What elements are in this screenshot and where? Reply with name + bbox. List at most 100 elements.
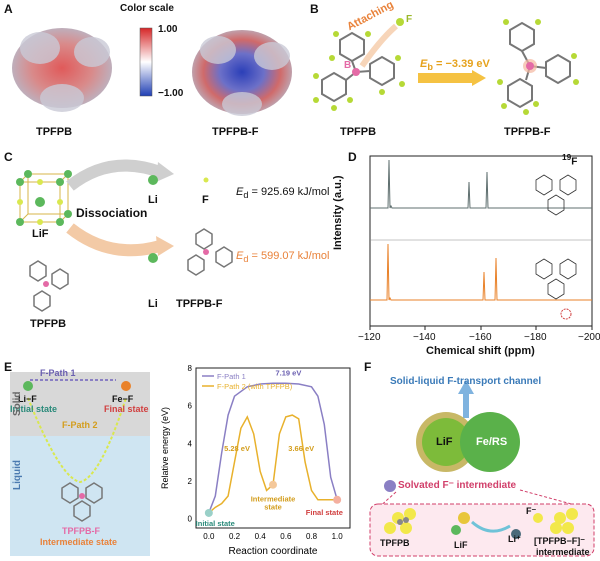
lif-small-label: LiF xyxy=(454,540,468,550)
energy-ytick-2: 4 xyxy=(188,439,193,448)
tpfpb-cluster-f xyxy=(384,508,416,534)
tpfpbf-molecule-b xyxy=(507,21,571,109)
nmr-tick-3: −180 xyxy=(524,332,547,343)
panel-c-figure xyxy=(16,159,233,312)
lif-label-f: LiF xyxy=(436,436,453,448)
energy-xtick-5: 1.0 xyxy=(332,532,344,541)
tpfpb-caption-b: TPFPB xyxy=(340,126,377,138)
li-atom-top xyxy=(148,175,158,185)
dissociation-label: Dissociation xyxy=(76,206,148,220)
complex-cluster-f xyxy=(550,508,578,534)
tpfpbf-molecule-c xyxy=(187,228,233,276)
attaching-arrow xyxy=(359,23,398,68)
nmr-plot xyxy=(369,155,593,330)
color-scale-bar xyxy=(139,27,153,97)
nmr-ylabel: Intensity (a.u.) xyxy=(332,175,344,250)
fers-sphere xyxy=(460,412,520,472)
energy-chart-xlabel: Reaction coordinate xyxy=(229,546,318,557)
boron-atom-b xyxy=(352,68,360,76)
fluorine-atoms-b xyxy=(313,18,405,111)
solvated-label: Solvated F⁻ intermediate xyxy=(398,480,517,491)
energy-xtick-0: 0.0 xyxy=(203,532,215,541)
energy-state-marker-0 xyxy=(204,508,213,517)
fers-label: Fe/RS xyxy=(476,436,508,448)
li-label-top: Li xyxy=(148,194,158,206)
color-scale-min: −1.00 xyxy=(158,88,184,99)
panel-f-figure xyxy=(369,380,595,557)
legend-label-1: F-Path 1 xyxy=(217,372,246,381)
initial-state-label: Initial state xyxy=(10,404,58,414)
legend-label-2: F-Path 2 (with TPFPB) xyxy=(217,382,293,391)
nmr-spectrum-bottom xyxy=(370,243,592,301)
lif-state: Li−F xyxy=(18,394,37,404)
fpath1-label: F-Path 1 xyxy=(40,368,76,378)
energy-annotation-0-0: 7.19 eV xyxy=(275,369,301,378)
li-ion xyxy=(511,529,521,539)
complex-label: [TPFPB−F]⁻ xyxy=(534,536,585,546)
fluorine-label: F xyxy=(406,14,413,25)
tpfpb-molecule-b xyxy=(321,31,395,103)
tpfpbf-molecule-e xyxy=(61,482,103,522)
energy-ytick-1: 2 xyxy=(188,477,193,486)
panel-d-label: D xyxy=(348,150,357,164)
energy-annotation-3-1: state xyxy=(264,503,282,512)
li-label-bottom: Li xyxy=(148,298,158,310)
energy-chart-ylabel: Relative energy (eV) xyxy=(160,407,170,489)
binding-energy: Eb = −3.39 eV xyxy=(420,58,490,73)
ed2: Ed = 599.07 kJ/mol xyxy=(236,250,330,265)
energy-xtick-2: 0.4 xyxy=(255,532,267,541)
energy-ytick-0: 0 xyxy=(188,515,193,524)
tpfpb-structure-top xyxy=(535,174,577,216)
panel-e-schematic xyxy=(10,372,150,556)
energy-annotation-4-0: Final state xyxy=(306,508,343,517)
fpath2-label: F-Path 2 xyxy=(62,420,98,430)
energy-annotation-3-0: Intermediate xyxy=(251,495,296,504)
tpfpbf-label-c: TPFPB-F xyxy=(176,298,223,310)
color-scale-title: Color scale xyxy=(120,3,174,14)
energy-annotation-2-0: 3.66 eV xyxy=(288,444,314,453)
f-label-top: F xyxy=(202,194,209,206)
complex-label-2: intermediate xyxy=(536,547,590,557)
energy-annotation-1-0: 5.28 eV xyxy=(224,444,250,453)
tpfpbf-esp-surface xyxy=(192,30,292,116)
solvated-anion xyxy=(384,480,396,492)
nmr-tick-1: −140 xyxy=(413,332,436,343)
nmr-tick-0: −120 xyxy=(358,332,381,343)
panel-b-label: B xyxy=(310,2,319,16)
tpfpb-label-c: TPFPB xyxy=(30,318,67,330)
nmr-spectrum-top xyxy=(370,159,592,209)
tpfpbf-caption-b: TPFPB-F xyxy=(504,126,551,138)
li-plus-label: Li⁺ xyxy=(508,534,521,544)
panel-f-label: F xyxy=(364,360,372,374)
tpfpb-label-f: TPFPB xyxy=(380,538,410,548)
solid-label: Solid xyxy=(12,391,23,416)
panel-e-label: E xyxy=(4,360,13,374)
fef-state: Fe−F xyxy=(112,394,134,404)
transport-channel-title: Solid-liquid F-transport channel xyxy=(390,376,542,387)
tpfpb-caption-a: TPFPB xyxy=(36,126,73,138)
nmr-tick-4: −200 xyxy=(578,332,600,343)
tpfpbf-caption-a: TPFPB-F xyxy=(212,126,259,138)
energy-chart-frame xyxy=(195,367,351,529)
final-state-label: Final state xyxy=(104,404,149,414)
energy-series-1 xyxy=(208,382,338,514)
nmr-highlight-circle xyxy=(560,308,572,320)
tpfpb-molecule-c xyxy=(29,260,69,312)
boron-label: B xyxy=(344,60,352,71)
tpfpbf-structure-bottom xyxy=(535,258,577,300)
panel-c-label: C xyxy=(4,150,13,164)
energy-state-marker-2 xyxy=(333,495,342,504)
energy-annotation-5-0: Initial state xyxy=(196,519,235,528)
f-anion xyxy=(533,513,543,523)
f-atom-top xyxy=(203,177,209,183)
energy-xtick-1: 0.2 xyxy=(229,532,241,541)
panel-a-figure xyxy=(12,27,292,116)
panel-b-figure xyxy=(313,18,579,115)
liquid-label: Liquid xyxy=(12,460,23,490)
intermediate-state-label: Intermediate state xyxy=(40,537,118,547)
lif-label-c: LiF xyxy=(32,228,49,240)
energy-state-marker-1 xyxy=(269,480,277,489)
nmr-xlabel: Chemical shift (ppm) xyxy=(426,345,535,357)
ed1: Ed = 925.69 kJ/mol xyxy=(236,186,330,201)
